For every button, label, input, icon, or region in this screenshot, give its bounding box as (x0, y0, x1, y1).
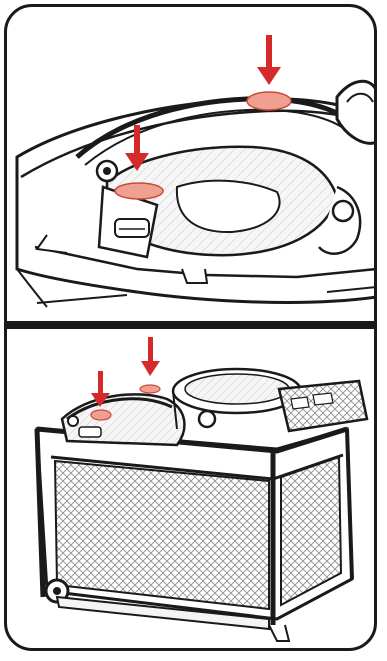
panel-divider (7, 321, 374, 329)
mesh-front-panel (55, 461, 269, 609)
highlight-marker-napper-top (140, 385, 160, 393)
arrow-top (257, 35, 281, 85)
top-panel (7, 7, 374, 323)
napper-closeup-drawing (7, 7, 374, 323)
bottom-panel (7, 329, 374, 648)
highlight-marker-left (115, 183, 163, 199)
highlight-marker-napper-left (91, 410, 111, 420)
highlight-marker-top (247, 92, 291, 110)
playard-drawing (7, 329, 374, 648)
illustration-frame (4, 4, 377, 651)
arrow-napper-top (141, 337, 160, 376)
